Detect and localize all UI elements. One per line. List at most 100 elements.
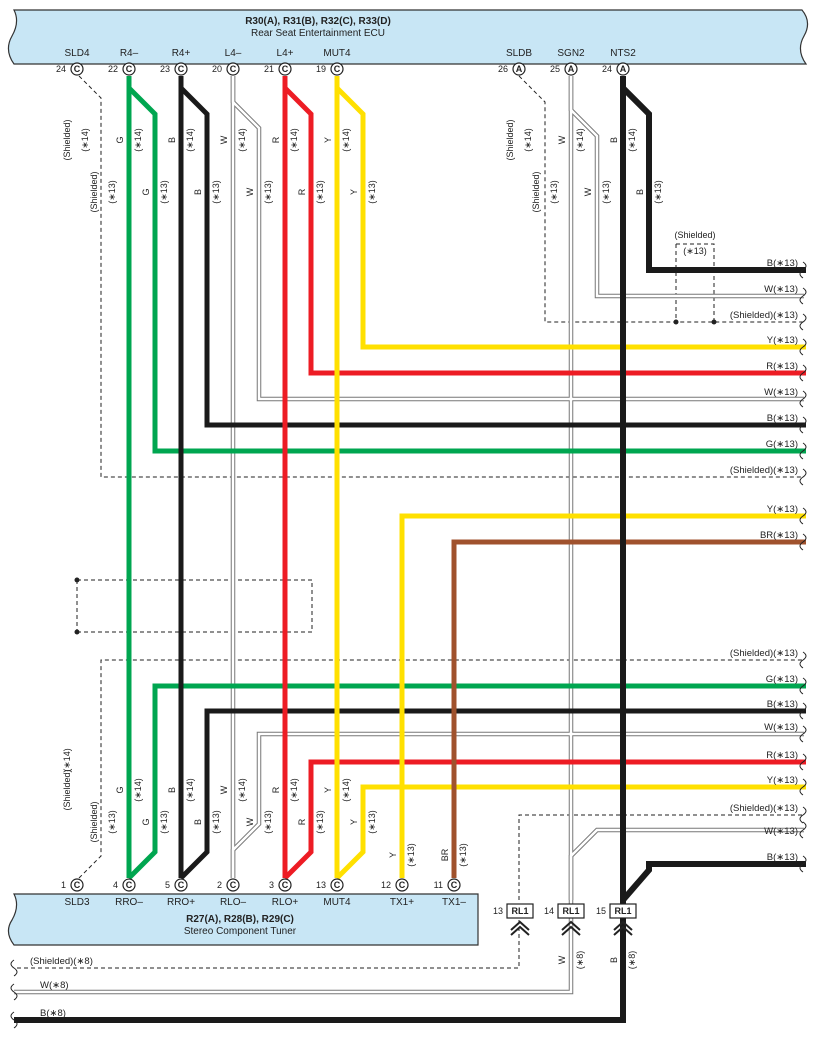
tuner-pin-conn: C xyxy=(451,880,458,890)
wire-label: B(∗8) xyxy=(40,1008,66,1019)
ecu-pin-name: L4+ xyxy=(277,48,294,59)
white-wires xyxy=(14,76,804,995)
shield-label: (Shielded) xyxy=(531,171,541,212)
note-label: (∗13) xyxy=(211,180,221,204)
ecu-pin-name: MUT4 xyxy=(323,48,351,59)
wire-label: B(∗13) xyxy=(767,413,798,424)
tuner-pin-num: 3 xyxy=(269,880,274,890)
tuner-pin-num: 2 xyxy=(217,880,222,890)
note-label: (∗14) xyxy=(133,128,143,152)
rl-label: RL1 xyxy=(511,906,528,916)
black-wires-nts xyxy=(14,76,806,1023)
note-label: (∗14) xyxy=(185,778,195,802)
wire-label: B(∗13) xyxy=(767,258,798,269)
note-label: (∗14) xyxy=(341,128,351,152)
note-label: (∗8) xyxy=(627,951,637,970)
note-label: (∗13) xyxy=(367,180,377,204)
note-label: (∗13) xyxy=(315,180,325,204)
rl-connector: RL1 13 xyxy=(493,903,534,936)
note-label: (∗13) xyxy=(683,246,707,256)
wire-label: (Shielded)(∗13) xyxy=(730,465,798,476)
tuner-subtitle: Stereo Component Tuner xyxy=(184,926,297,937)
note-label: (∗14) xyxy=(523,128,533,152)
tuner-pin-names: SLD3 RRO– RRO+ RLO– RLO+ MUT4 TX1+ TX1– xyxy=(64,897,466,908)
right-labels-upper: B(∗13) W(∗13) (Shielded)(∗13) Y(∗13) R(∗… xyxy=(730,258,798,541)
note-label: (∗13) xyxy=(159,180,169,204)
wire-label: Y(∗13) xyxy=(767,504,798,515)
wire-code: B xyxy=(193,189,203,195)
wire-label: B(∗13) xyxy=(767,699,798,710)
ecu-pin-conn: C xyxy=(74,64,81,74)
tuner-pin-conn: C xyxy=(126,880,133,890)
wire-code: B xyxy=(609,957,619,963)
tuner-pin-num: 5 xyxy=(165,880,170,890)
tuner-pin-conn: C xyxy=(74,880,81,890)
splice-dots xyxy=(74,319,717,635)
shield-label: (Shielded) xyxy=(505,119,515,160)
rl-connectors: RL1 13 RL1 14 RL1 15 xyxy=(493,903,637,936)
tuner-pin-circles: C 1 C 4 C 5 C 2 C 3 C 13 C 12 C 11 xyxy=(61,878,461,892)
wire-code: B xyxy=(609,137,619,143)
ecu-pin-name: SGN2 xyxy=(557,48,585,59)
wire-code: Y xyxy=(323,137,333,143)
wire-code: G xyxy=(115,786,125,793)
tuner-pin-name: TX1+ xyxy=(390,897,414,908)
tuner-pin-name: TX1– xyxy=(442,897,466,908)
tuner-box xyxy=(7,893,479,946)
note-label: (∗14) xyxy=(185,128,195,152)
ecu-title: R30(A), R31(B), R32(C), R33(D) xyxy=(245,16,391,27)
wire-code: G xyxy=(141,818,151,825)
shield-label: (Shielded) xyxy=(89,801,99,842)
wire-label: Y(∗13) xyxy=(767,775,798,786)
wire-code: Y xyxy=(349,819,359,825)
note-label: (∗14) xyxy=(289,778,299,802)
tuner-pin-num: 11 xyxy=(434,880,443,890)
note-label: (∗13) xyxy=(315,810,325,834)
tuner-pin-conn: C xyxy=(282,880,289,890)
ecu-pin-name: SLD4 xyxy=(64,48,89,59)
ecu-box xyxy=(7,9,809,65)
note-label: (∗14) xyxy=(237,128,247,152)
ecu-pin-name: R4– xyxy=(120,48,139,59)
ecu-pin-num: 20 xyxy=(212,64,222,74)
wire-label: W(∗13) xyxy=(764,387,798,398)
tuner-pin-name: RRO+ xyxy=(167,897,195,908)
note-label: (∗13) xyxy=(367,810,377,834)
wire-label: W(∗13) xyxy=(764,722,798,733)
shield-label: (Shielded) xyxy=(62,769,72,810)
note-label: (∗13) xyxy=(263,180,273,204)
vertical-labels-top: (Shielded) (∗14) (Shielded) (∗13) G (∗14… xyxy=(62,119,716,256)
tuner-pin-name: MUT4 xyxy=(323,897,351,908)
ecu-pin-num: 22 xyxy=(108,64,118,74)
wire-code: G xyxy=(141,188,151,195)
black-wires xyxy=(178,76,806,880)
wire-label: (Shielded)(∗13) xyxy=(730,803,798,814)
note-label: (∗14) xyxy=(289,128,299,152)
ecu-pin-conn: C xyxy=(178,64,185,74)
ecu-pin-conn: A xyxy=(516,64,523,74)
ecu-pin-name: R4+ xyxy=(172,48,191,59)
ecu-pin-name: SLDB xyxy=(506,48,532,59)
tuner-pin-name: RLO– xyxy=(220,897,247,908)
note-label: (∗14) xyxy=(627,128,637,152)
rl-label: RL1 xyxy=(614,906,631,916)
shield-lines xyxy=(14,75,804,969)
wire-label: (Shielded)(∗8) xyxy=(30,956,93,967)
break-marks xyxy=(10,261,807,1029)
note-label: (∗14) xyxy=(80,128,90,152)
ecu-pin-conn: C xyxy=(230,64,237,74)
wire-code: R xyxy=(271,786,281,793)
tuner-title: R27(A), R28(B), R29(C) xyxy=(186,914,294,925)
red-wires xyxy=(282,76,806,880)
wire-label: G(∗13) xyxy=(766,674,798,685)
wire-code: W xyxy=(219,785,229,794)
wire-code: Y xyxy=(388,852,398,858)
tuner-pin-conn: C xyxy=(230,880,237,890)
rl-num: 13 xyxy=(493,906,503,916)
tuner-pin-name: RLO+ xyxy=(272,897,299,908)
wire-label: R(∗13) xyxy=(766,750,798,761)
note-label: (∗13) xyxy=(159,810,169,834)
note-label: (∗14) xyxy=(575,128,585,152)
brown-wire xyxy=(451,539,806,878)
shield-label: (Shielded) xyxy=(674,230,715,240)
